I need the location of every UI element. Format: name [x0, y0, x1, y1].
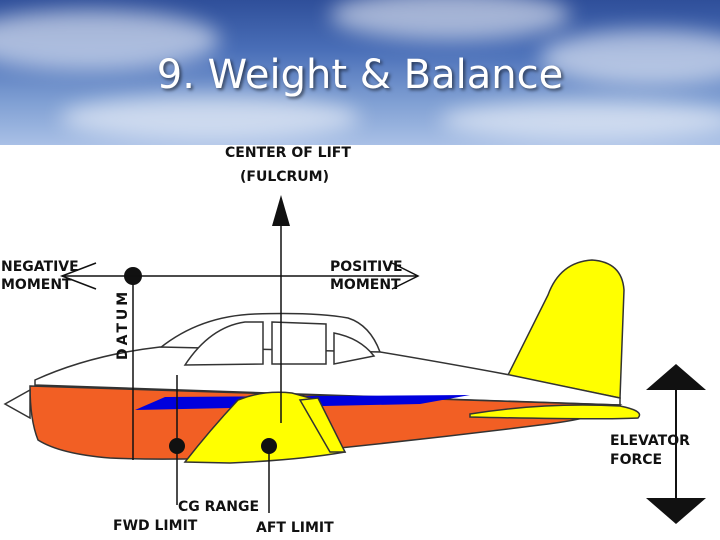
slide-title: 9. Weight & Balance	[156, 52, 564, 98]
cloud-decoration	[330, 0, 570, 40]
aft-limit-point	[261, 438, 277, 454]
horizontal-stabilizer	[469, 404, 641, 420]
wing-flap	[298, 397, 347, 453]
windshield-window	[183, 321, 264, 366]
center-of-lift-label: CENTER OF LIFT	[225, 145, 351, 161]
cloud-decoration	[60, 95, 360, 140]
vertical-tail-fin	[506, 259, 625, 399]
positive-moment-label: MOMENT	[330, 277, 401, 293]
negative-moment-label: MOMENT	[1, 277, 72, 293]
positive-label: POSITIVE	[330, 259, 403, 275]
lift-arrowhead	[272, 195, 290, 226]
aft-limit-label: AFT LIMIT	[256, 520, 334, 536]
elevator-force-up-arrow	[646, 364, 706, 390]
cg-range-label: CG RANGE	[178, 499, 259, 515]
elevator-label: ELEVATOR	[610, 433, 690, 449]
slide-header: 9. Weight & Balance	[0, 0, 720, 145]
cloud-decoration	[540, 30, 720, 85]
positive-moment-arrow	[391, 262, 420, 290]
fwd-limit-point	[169, 438, 185, 454]
fuselage-upper	[34, 346, 621, 406]
negative-moment-arrow	[59, 262, 97, 290]
cabin-window-middle	[271, 321, 327, 365]
propeller-spinner	[3, 388, 31, 420]
elevator-force-down-arrow	[646, 498, 706, 524]
fulcrum-label: (FULCRUM)	[240, 169, 329, 185]
cloud-decoration	[440, 100, 720, 140]
elevator-force-label: FORCE	[610, 452, 662, 468]
negative-label: NEGATIVE	[1, 259, 79, 275]
datum-label: DATUM	[115, 289, 131, 360]
cabin-window-rear	[333, 332, 376, 365]
fwd-limit-label: FWD LIMIT	[113, 518, 198, 534]
cloud-decoration	[0, 10, 220, 70]
